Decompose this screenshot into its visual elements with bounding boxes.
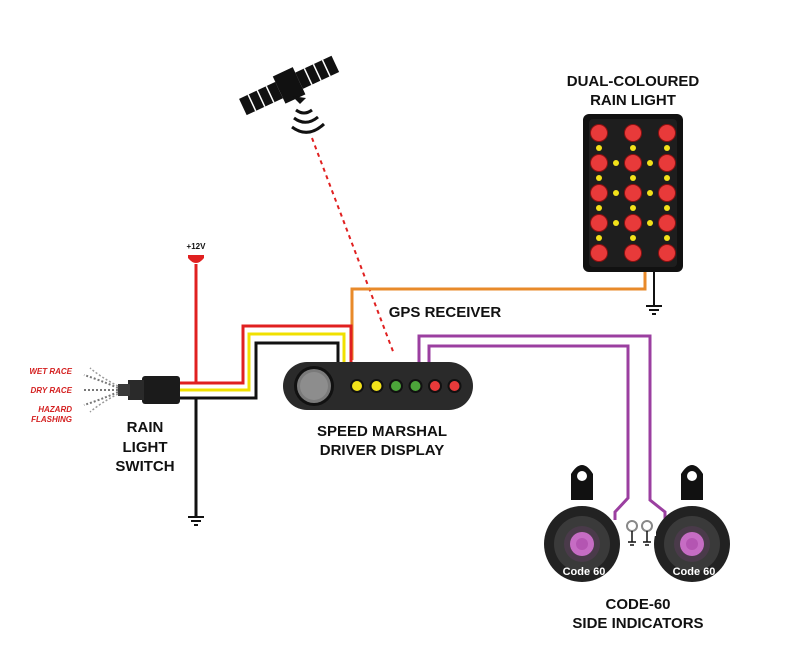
rain-light-yellow-led (647, 220, 653, 226)
gps-signal-link (311, 137, 395, 355)
rain-light-red-led (658, 154, 676, 172)
side-indicator-right (654, 465, 730, 582)
display-led-red (430, 381, 440, 391)
indicators-label-line1: CODE-60 (605, 596, 670, 613)
rain-light-yellow-led (630, 145, 636, 151)
indicators-label-line2: SIDE INDICATORS (572, 615, 703, 632)
switch-label-line3: SWITCH (115, 458, 174, 475)
rain-light-yellow-led (613, 220, 619, 226)
rain-light-red-led (590, 214, 608, 232)
display-label-line1: SPEED MARSHAL (317, 423, 447, 440)
rain-light-yellow-led (596, 205, 602, 211)
rain-light-yellow-led (596, 235, 602, 241)
display-led-yellow (352, 381, 362, 391)
rain-light-red-led (590, 124, 608, 142)
purple-wire-right (417, 334, 667, 520)
switch-label-line1: RAIN (127, 419, 164, 436)
display-led-green (410, 381, 421, 391)
display-label-line2: DRIVER DISPLAY (320, 442, 444, 459)
switch-position-wet: WET RACE (29, 367, 72, 376)
switch-position-flashing: FLASHING (31, 415, 72, 424)
display-led-yellow (371, 381, 382, 391)
rain-light-red-led (658, 184, 676, 202)
switch-label-line2: LIGHT (123, 439, 168, 456)
rain-light-label-line1: DUAL-COLOURED (567, 73, 700, 90)
rain-light-yellow-led (630, 175, 636, 181)
power-label: +12V (187, 242, 207, 251)
switch-position-hazard: HAZARD (38, 405, 72, 414)
rain-light-yellow-led (596, 145, 602, 151)
ground-icon (188, 516, 204, 526)
rain-light-red-led (590, 244, 608, 262)
rain-light-red-led (624, 244, 642, 262)
rain-light-red-led (624, 184, 642, 202)
rain-light-red-led (658, 244, 676, 262)
rain-light-red-led (590, 184, 608, 202)
rain-light-red-led (590, 154, 608, 172)
rain-light-yellow-led (596, 175, 602, 181)
rain-light-red-led (624, 124, 642, 142)
rain-light-yellow-led (647, 160, 653, 166)
rain-light-red-led (624, 214, 642, 232)
satellite-icon (239, 55, 340, 134)
rain-light-switch (83, 367, 180, 413)
rain-light-red-led (658, 214, 676, 232)
indicator-right-badge: Code 60 (673, 566, 716, 578)
ground-icon (646, 272, 662, 315)
black-wire (179, 341, 340, 400)
switch-position-dry: DRY RACE (31, 386, 73, 395)
rain-light-yellow-led (613, 190, 619, 196)
display-led-green (391, 381, 401, 391)
power-terminal-icon (188, 255, 204, 263)
red-wire (179, 264, 353, 385)
display-led-row (350, 379, 462, 393)
rain-light-label-line2: RAIN LIGHT (590, 92, 676, 109)
display-led-red (449, 381, 460, 391)
rain-light (583, 114, 683, 272)
rain-light-yellow-led (613, 160, 619, 166)
gps-label: GPS RECEIVER (389, 304, 502, 321)
indicator-connectors (620, 516, 656, 546)
rain-light-yellow-led (630, 235, 636, 241)
purple-wire-left (427, 344, 630, 520)
rain-light-yellow-led (630, 205, 636, 211)
rain-light-yellow-led (664, 205, 670, 211)
rain-light-yellow-led (664, 235, 670, 241)
rain-light-red-led (624, 154, 642, 172)
rain-light-yellow-led (664, 145, 670, 151)
rain-light-yellow-led (647, 190, 653, 196)
rain-light-red-led (658, 124, 676, 142)
yellow-wire (179, 332, 346, 392)
indicator-left-badge: Code 60 (563, 566, 606, 578)
side-indicator-left (544, 465, 620, 582)
rain-light-yellow-led (664, 175, 670, 181)
